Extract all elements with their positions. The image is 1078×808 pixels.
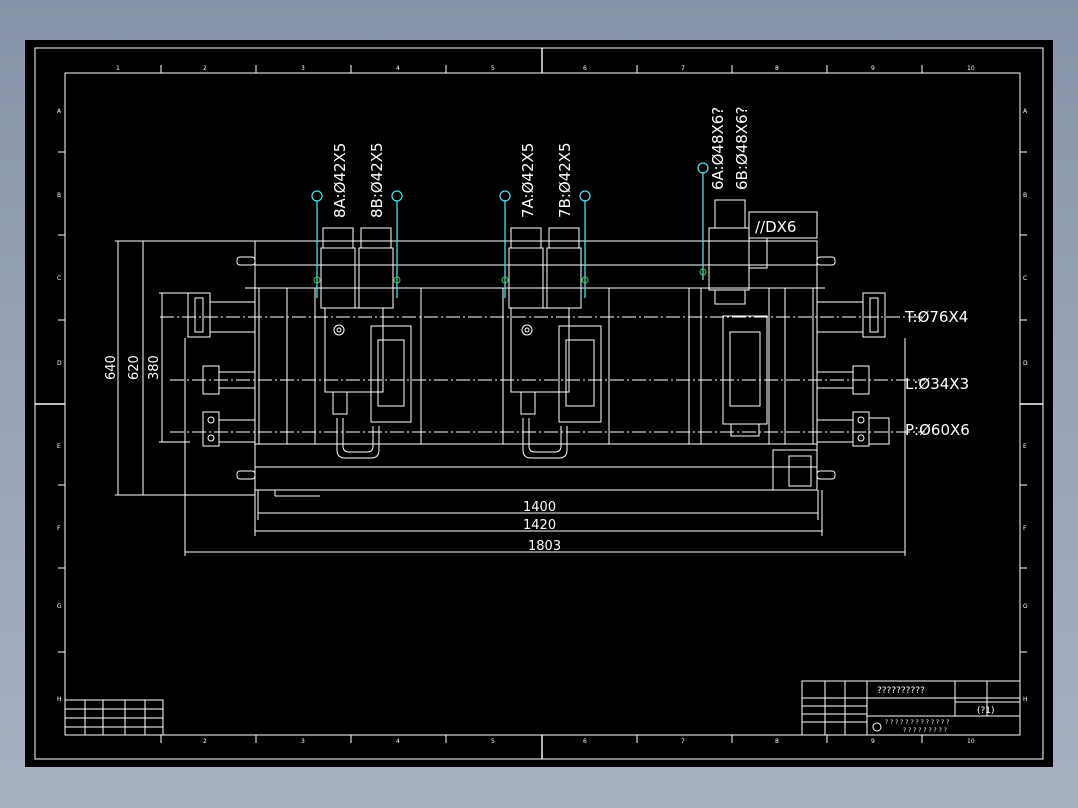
right-flanges bbox=[816, 292, 890, 447]
valve-station-7 bbox=[499, 190, 602, 459]
horizontal-dimensions bbox=[184, 338, 906, 556]
col-label: 8 bbox=[775, 65, 779, 72]
pipe-label-l: L:Ø34X3 bbox=[905, 375, 969, 393]
port-label-6a: 6A:Ø48X6? bbox=[709, 107, 727, 190]
note-box-label: //DX6 bbox=[755, 218, 796, 236]
col-label: 2 bbox=[203, 738, 207, 745]
dim-620: 620 bbox=[127, 355, 142, 380]
port-label-7a: 7A:Ø42X5 bbox=[519, 143, 537, 218]
row-label: C bbox=[1023, 275, 1027, 282]
title-block-scale: (?1) bbox=[977, 706, 995, 716]
grid-column-labels: 1 2 3 4 5 6 7 8 9 10 2 3 4 5 6 7 8 9 10 bbox=[116, 65, 975, 745]
col-label: 6 bbox=[583, 65, 587, 72]
port-label-8a: 8A:Ø42X5 bbox=[331, 143, 349, 218]
row-label: G bbox=[57, 603, 62, 610]
dim-380: 380 bbox=[147, 355, 162, 380]
title-block-notes-1: ? ? ? ? ? ? ? ? ? ? ? ? ? bbox=[885, 719, 949, 726]
inner-frame bbox=[64, 72, 1021, 736]
row-label: B bbox=[57, 192, 61, 199]
row-label: D bbox=[1023, 360, 1028, 367]
row-label: A bbox=[57, 108, 62, 115]
row-label: F bbox=[1023, 525, 1027, 532]
port-label-6b: 6B:Ø48X6? bbox=[733, 106, 751, 190]
left-flanges bbox=[187, 292, 256, 447]
outer-frame bbox=[34, 47, 1044, 760]
title-block bbox=[801, 680, 1021, 736]
row-label: E bbox=[57, 443, 61, 450]
col-label: 8 bbox=[775, 738, 779, 745]
col-label: 10 bbox=[967, 738, 975, 745]
col-label: 4 bbox=[396, 65, 400, 72]
port-label-7b: 7B:Ø42X5 bbox=[556, 142, 574, 218]
hydraulic-manifold-drawing: 1 2 3 4 5 6 7 8 9 10 2 3 4 5 6 7 8 9 10 … bbox=[34, 47, 1044, 760]
pipe-label-p: P:Ø60X6 bbox=[905, 421, 970, 439]
manifold-body bbox=[236, 240, 836, 497]
col-label: 3 bbox=[301, 65, 305, 72]
drawing-sheet: 1 2 3 4 5 6 7 8 9 10 2 3 4 5 6 7 8 9 10 … bbox=[25, 40, 1053, 767]
dim-640: 640 bbox=[104, 355, 119, 380]
col-label: 7 bbox=[681, 738, 685, 745]
col-label: 1 bbox=[116, 65, 120, 72]
col-label: 4 bbox=[396, 738, 400, 745]
col-label: 5 bbox=[491, 65, 495, 72]
col-label: 3 bbox=[301, 738, 305, 745]
row-label: E bbox=[1023, 443, 1027, 450]
row-label: C bbox=[57, 275, 61, 282]
revision-table bbox=[64, 699, 164, 736]
col-label: 5 bbox=[491, 738, 495, 745]
row-label: D bbox=[57, 360, 62, 367]
row-label: H bbox=[1023, 696, 1028, 703]
valve-station-6 bbox=[697, 162, 818, 437]
dim-1420: 1420 bbox=[523, 518, 556, 533]
col-label: 10 bbox=[967, 65, 975, 72]
row-label: F bbox=[57, 525, 61, 532]
row-label: A bbox=[1023, 108, 1028, 115]
row-label: H bbox=[57, 696, 62, 703]
row-label: G bbox=[1023, 603, 1028, 610]
pipe-label-t: T:Ø76X4 bbox=[904, 308, 968, 326]
title-block-name: ?????????? bbox=[877, 686, 925, 696]
dim-1803: 1803 bbox=[528, 539, 561, 554]
col-label: 9 bbox=[871, 738, 875, 745]
grid-row-labels: A B C D E F G H A B C D E F G H bbox=[57, 108, 1028, 703]
col-label: 7 bbox=[681, 65, 685, 72]
row-label: B bbox=[1023, 192, 1027, 199]
title-block-notes-2: ? ? ? ? ? ? ? ? ? bbox=[903, 727, 947, 734]
port-label-8b: 8B:Ø42X5 bbox=[368, 142, 386, 218]
col-label: 9 bbox=[871, 65, 875, 72]
dim-1400: 1400 bbox=[523, 500, 556, 515]
valve-station-8 bbox=[311, 190, 412, 459]
col-label: 2 bbox=[203, 65, 207, 72]
col-label: 6 bbox=[583, 738, 587, 745]
